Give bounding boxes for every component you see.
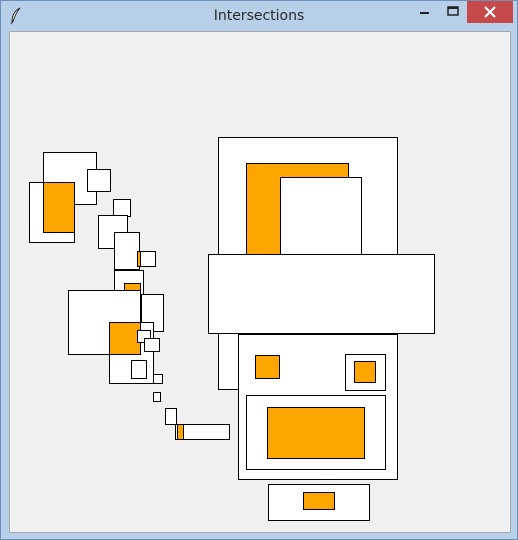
feather-icon (10, 7, 21, 25)
rectangle (153, 392, 161, 402)
intersection-rectangle (255, 355, 280, 379)
maximize-button[interactable] (439, 1, 467, 23)
close-button[interactable] (467, 1, 513, 23)
rectangle (144, 338, 160, 352)
intersection-rectangle (177, 424, 184, 440)
rectangle (131, 360, 147, 379)
rectangle (165, 408, 177, 425)
close-icon (484, 6, 496, 18)
minimize-icon (420, 12, 429, 14)
intersection-rectangle (109, 322, 141, 355)
intersection-rectangle (303, 492, 335, 510)
intersection-rectangle (354, 361, 376, 383)
rectangle (208, 254, 435, 334)
intersection-rectangle (267, 407, 365, 459)
rectangle (175, 424, 230, 440)
intersection-rectangle (137, 251, 141, 267)
rectangle (345, 354, 386, 391)
title-bar[interactable]: Intersections (1, 1, 517, 31)
rectangle (153, 374, 163, 384)
intersection-rectangle (43, 182, 75, 233)
minimize-button[interactable] (411, 1, 439, 23)
maximize-icon (447, 6, 459, 16)
drawing-canvas[interactable] (9, 31, 511, 533)
rectangle (87, 169, 111, 192)
window-title: Intersections (213, 8, 305, 24)
